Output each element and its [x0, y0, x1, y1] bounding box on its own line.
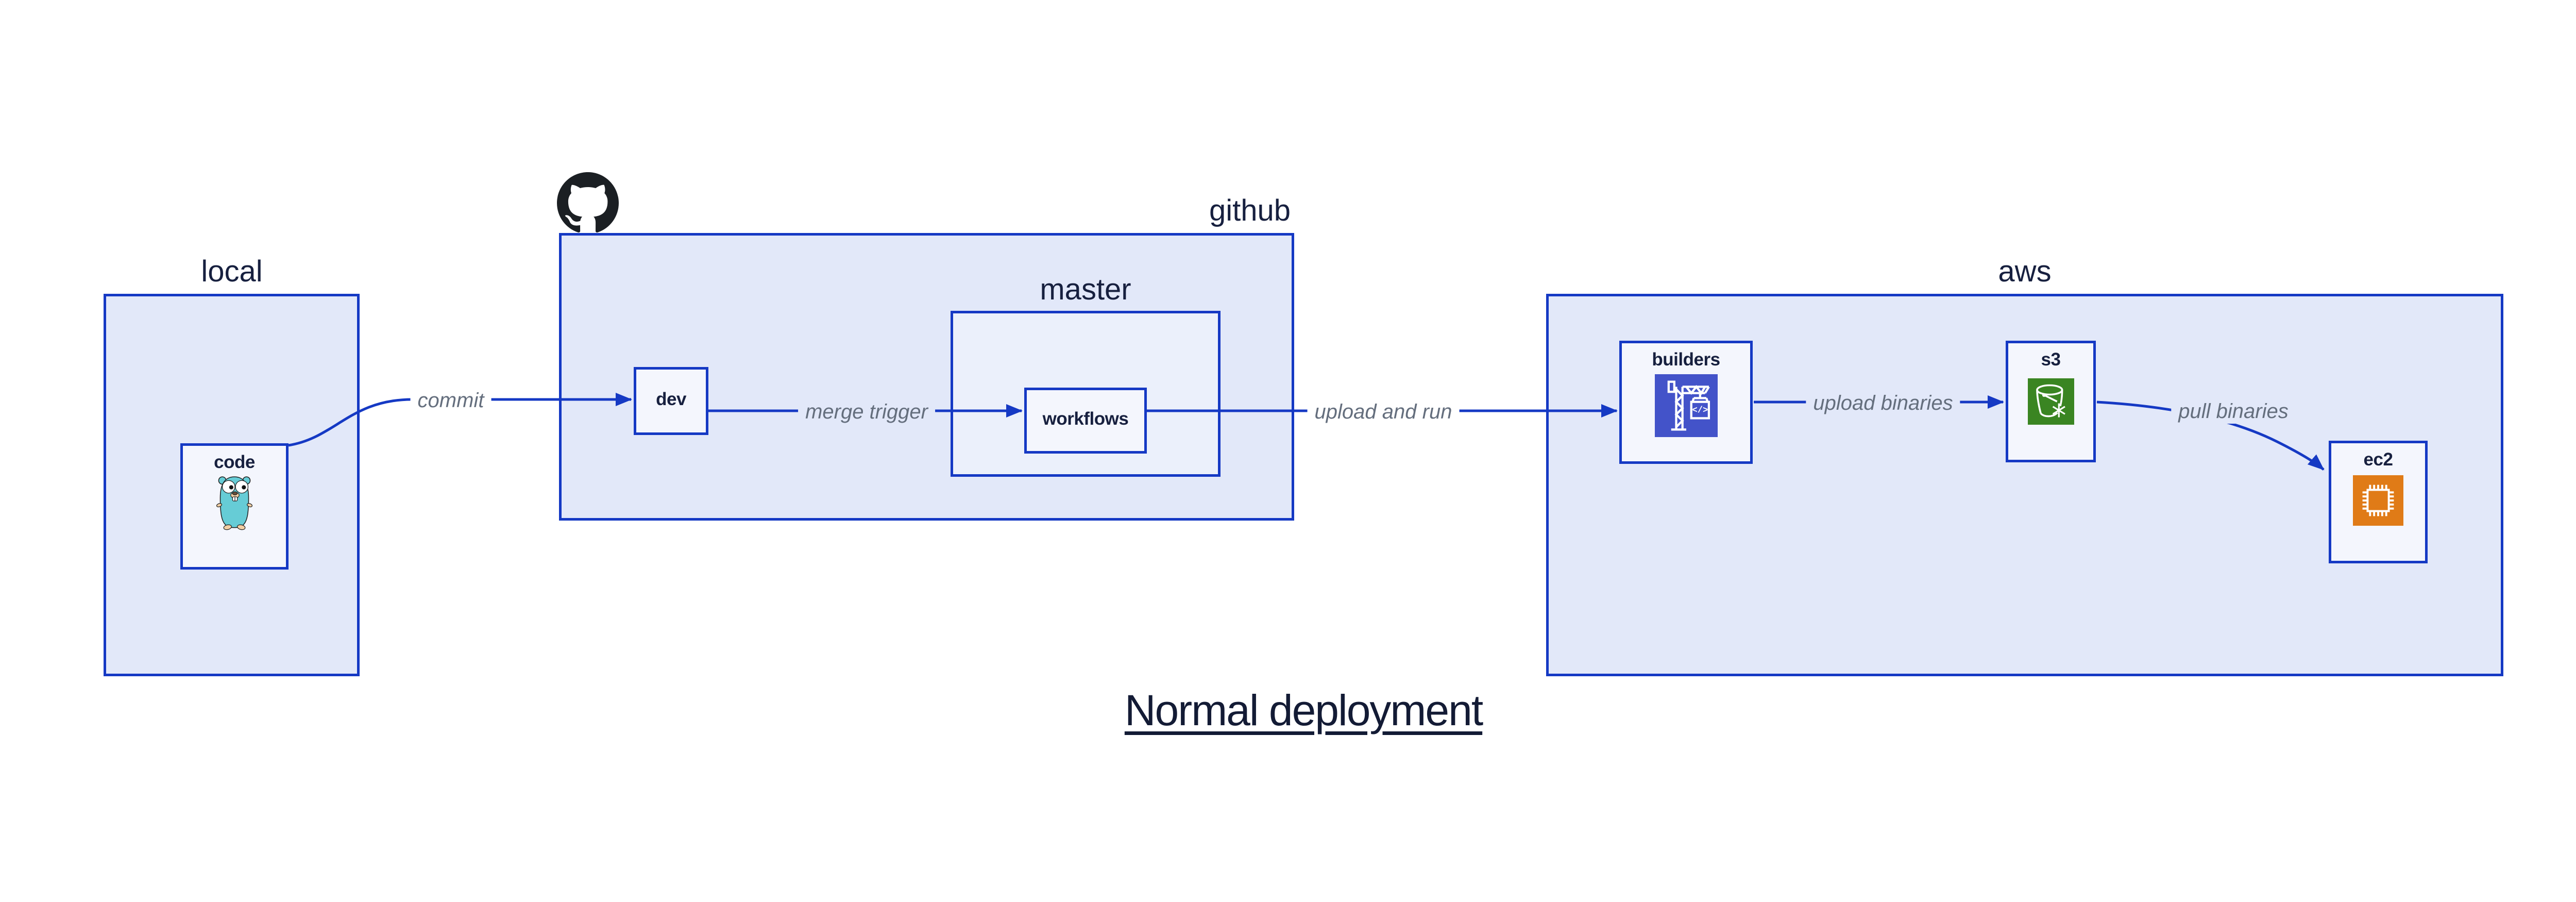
node-dev-label: dev: [656, 389, 686, 409]
diagram-title: Normal deployment: [1124, 686, 1483, 734]
edge-pull-binaries-label: pull binaries: [2171, 399, 2296, 424]
svg-text:</>: </>: [1692, 406, 1708, 415]
github-octocat-logo: [557, 172, 619, 233]
edge-merge-trigger-label: merge trigger: [798, 399, 935, 424]
node-s3: s3: [2006, 341, 2096, 462]
node-workflows: workflows: [1024, 388, 1147, 454]
go-gopher-icon: [216, 476, 253, 530]
cpu-chip-icon: [2353, 475, 2403, 526]
edge-commit-label: commit: [410, 388, 492, 413]
node-s3-label: s3: [2041, 349, 2061, 370]
group-local-label: local: [201, 255, 263, 288]
group-master-label: master: [1040, 273, 1131, 306]
crane-build-icon: </>: [1654, 374, 1718, 437]
node-code-label: code: [214, 452, 255, 472]
node-ec2-label: ec2: [2363, 449, 2393, 470]
edge-upload-and-run-label: upload and run: [1307, 399, 1460, 424]
node-dev: dev: [634, 367, 708, 435]
edge-upload-binaries-label: upload binaries: [1806, 391, 1960, 415]
group-github-label: github: [1209, 194, 1291, 227]
node-builders: builders: [1619, 341, 1753, 464]
node-workflows-label: workflows: [1042, 409, 1129, 429]
node-ec2: ec2: [2329, 441, 2428, 563]
node-builders-label: builders: [1652, 349, 1720, 370]
group-aws-label: aws: [1998, 255, 2052, 288]
node-code: code: [180, 443, 289, 570]
s3-bucket-icon: [2027, 378, 2074, 425]
